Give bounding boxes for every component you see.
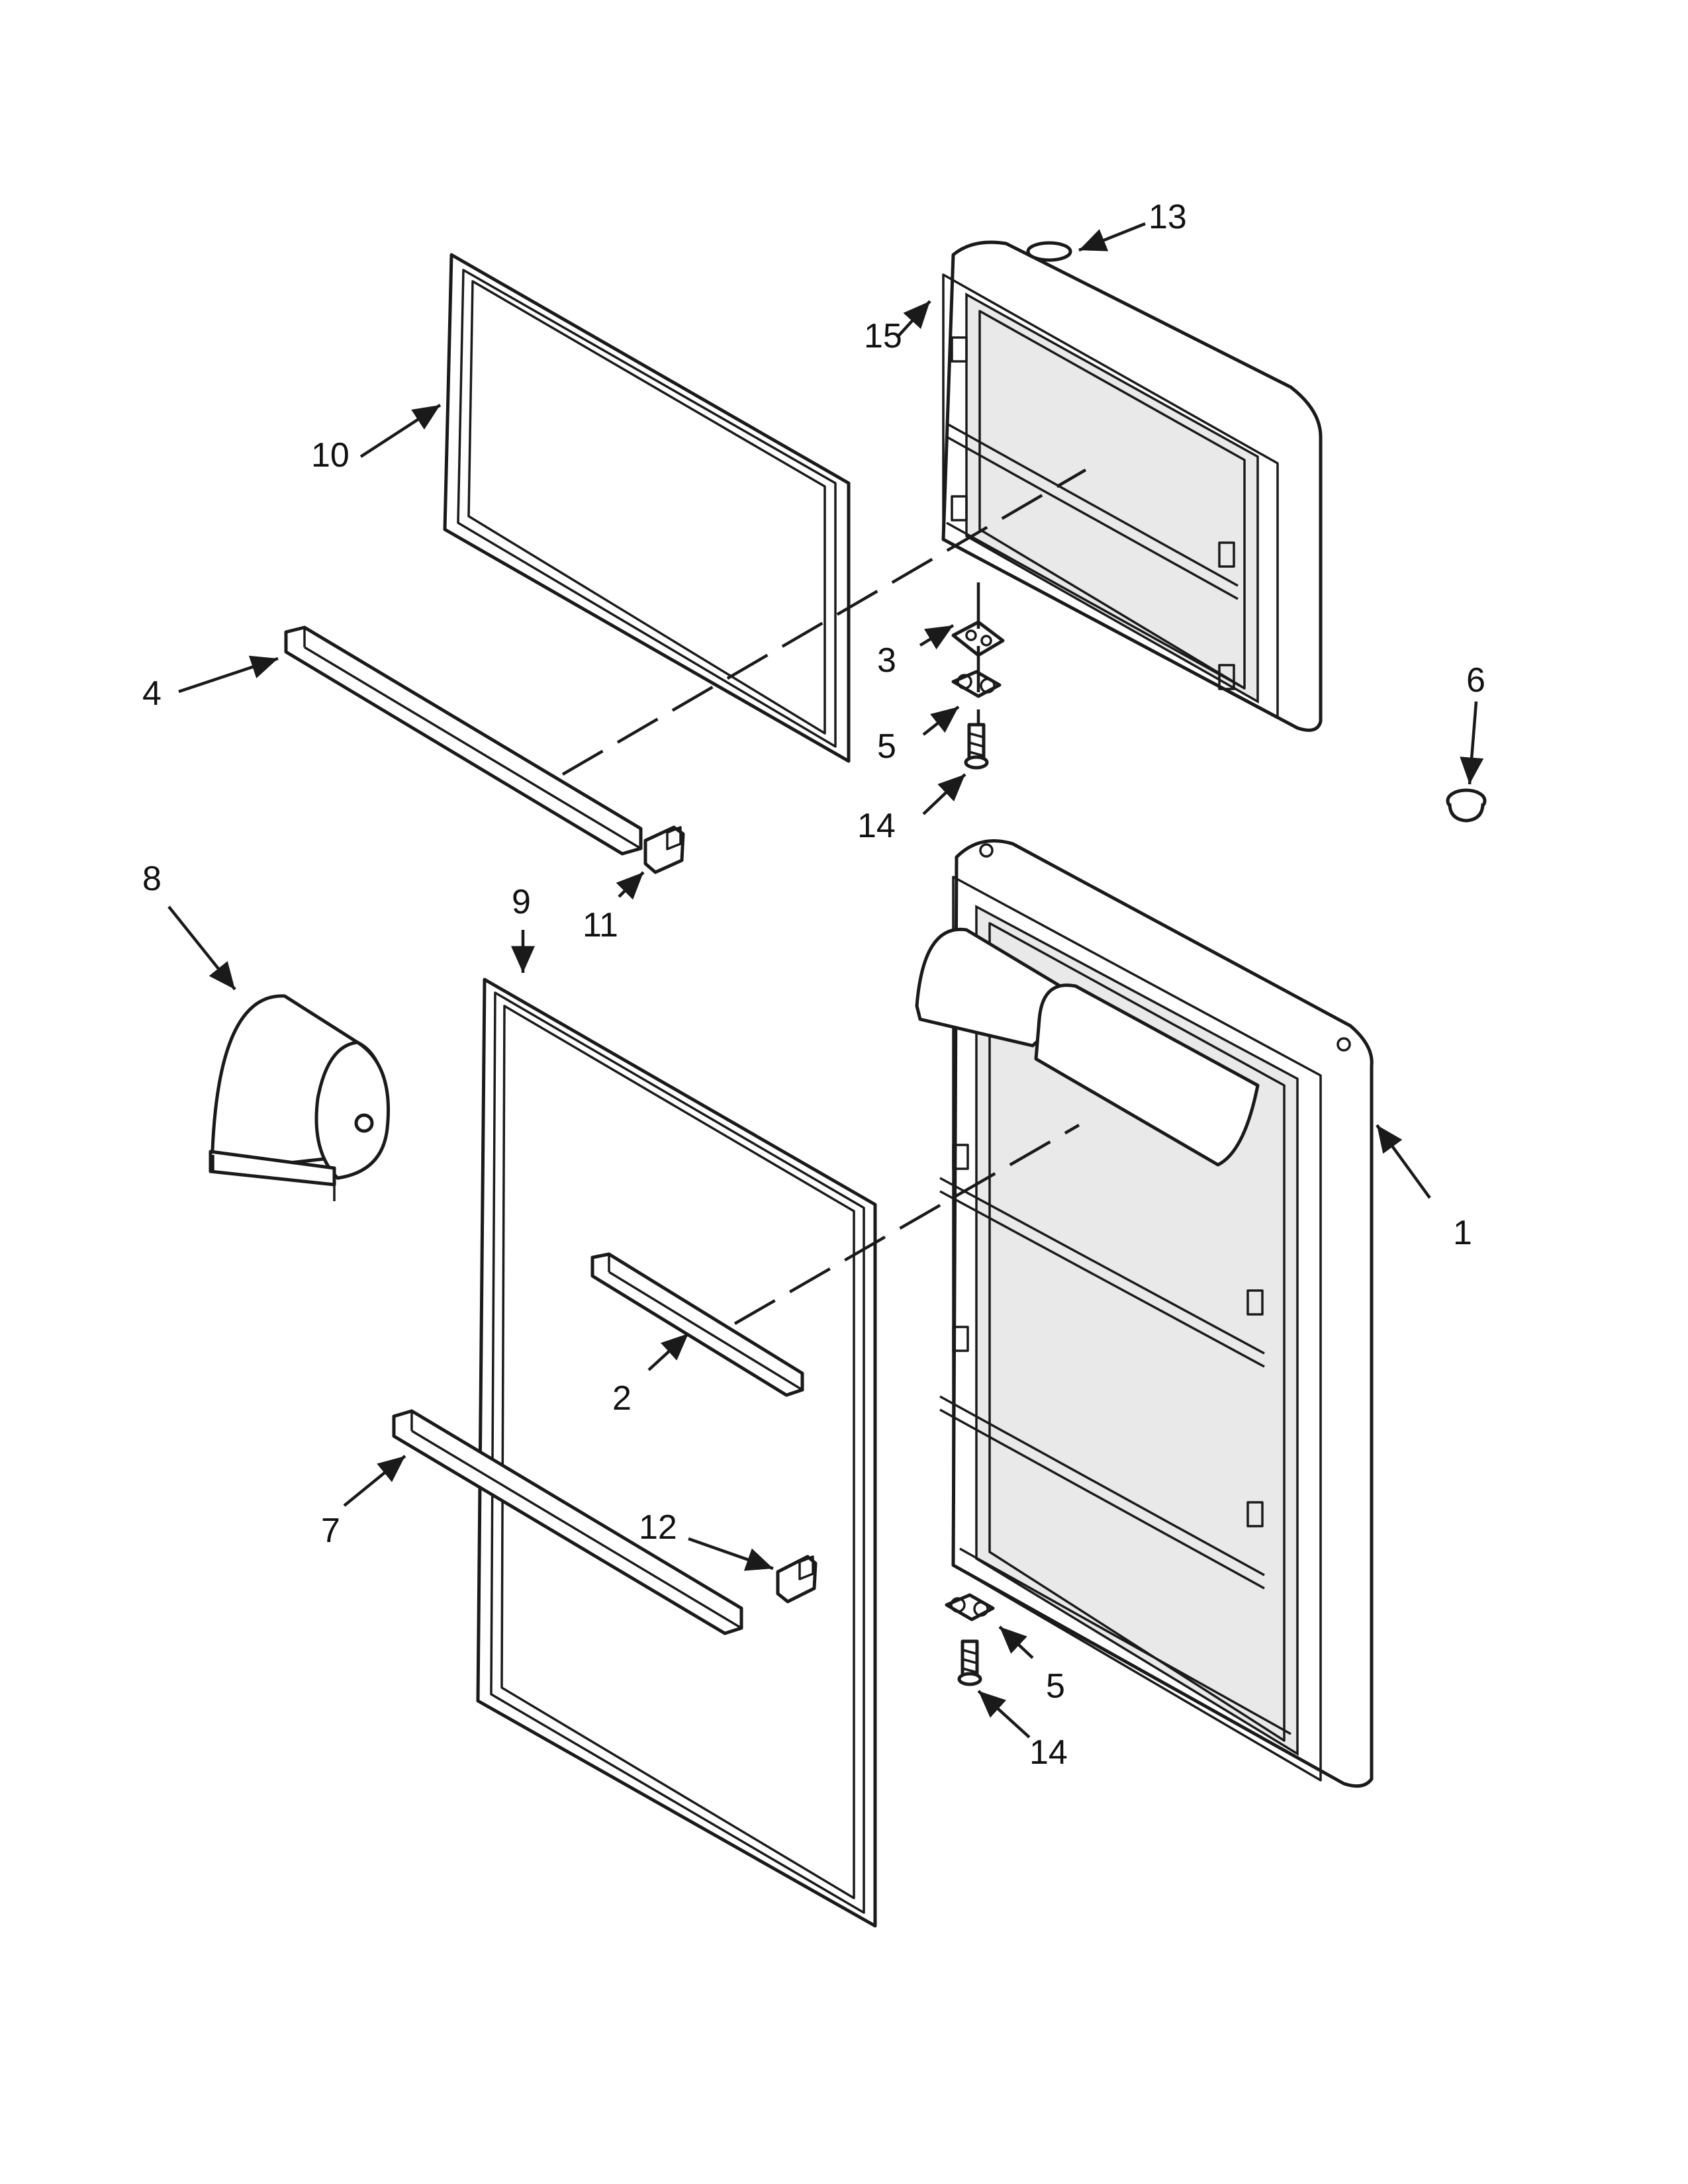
plug-button-part-6 [1446, 788, 1487, 823]
callout-11: 11 [583, 906, 618, 944]
freezer-gasket-part [443, 253, 851, 763]
leader-12 [688, 1537, 774, 1571]
callout-6: 6 [1466, 661, 1485, 700]
callout-3: 3 [877, 641, 896, 680]
refrigerator-gasket-part [476, 978, 877, 1928]
leader-1 [1376, 1124, 1431, 1199]
clip-part-12 [776, 1555, 818, 1604]
callout-12: 12 [639, 1508, 677, 1547]
callout-1: 1 [1453, 1214, 1472, 1252]
alignment-line-lower [733, 1124, 1080, 1325]
freezer-retainer-bar-part [284, 625, 643, 856]
callout-10: 10 [311, 436, 350, 475]
callout-7: 7 [321, 1512, 340, 1550]
hinge-plate-part-3 [951, 620, 1005, 657]
alignment-line-upper [561, 469, 1087, 776]
callout-14b: 14 [1029, 1733, 1068, 1772]
leader-8 [167, 905, 236, 991]
leader-10 [359, 404, 442, 458]
leader-3 [919, 624, 955, 650]
callout-14a: 14 [857, 807, 896, 845]
callout-2: 2 [612, 1379, 632, 1418]
callout-4: 4 [142, 674, 162, 713]
dairy-door-part-8 [209, 994, 391, 1201]
leader-14-upper [922, 773, 966, 815]
leader-5-upper [922, 705, 960, 736]
freezer-door-part [941, 240, 1323, 732]
leader-5-lower [998, 1625, 1034, 1659]
leader-15 [896, 300, 931, 339]
callout-5a: 5 [877, 727, 896, 766]
callout-9: 9 [512, 883, 531, 921]
leader-13 [1078, 222, 1146, 252]
callout-13: 13 [1149, 198, 1187, 236]
refrigerator-door-part-1 [915, 839, 1374, 1788]
leader-7 [343, 1455, 406, 1507]
hinge-bushing-part-5-lower [945, 1593, 995, 1621]
leader-11 [616, 871, 645, 900]
leader-4 [178, 655, 279, 694]
leader-2 [647, 1332, 690, 1371]
callout-8: 8 [142, 860, 162, 898]
clip-part-11 [643, 825, 685, 874]
leader-14-lower [977, 1690, 1031, 1739]
callout-5b: 5 [1046, 1667, 1065, 1706]
hinge-screw-part-14-lower [957, 1639, 982, 1686]
retainer-bar-part-7 [392, 1409, 743, 1635]
leader-6 [1460, 701, 1484, 785]
hinge-screw-part-14-upper [964, 723, 989, 770]
hinge-bushing-part-5-upper [951, 670, 1002, 698]
retainer-bar-part-2 [590, 1252, 804, 1397]
callout-15: 15 [864, 317, 902, 355]
badge-ring-part [1026, 241, 1072, 262]
